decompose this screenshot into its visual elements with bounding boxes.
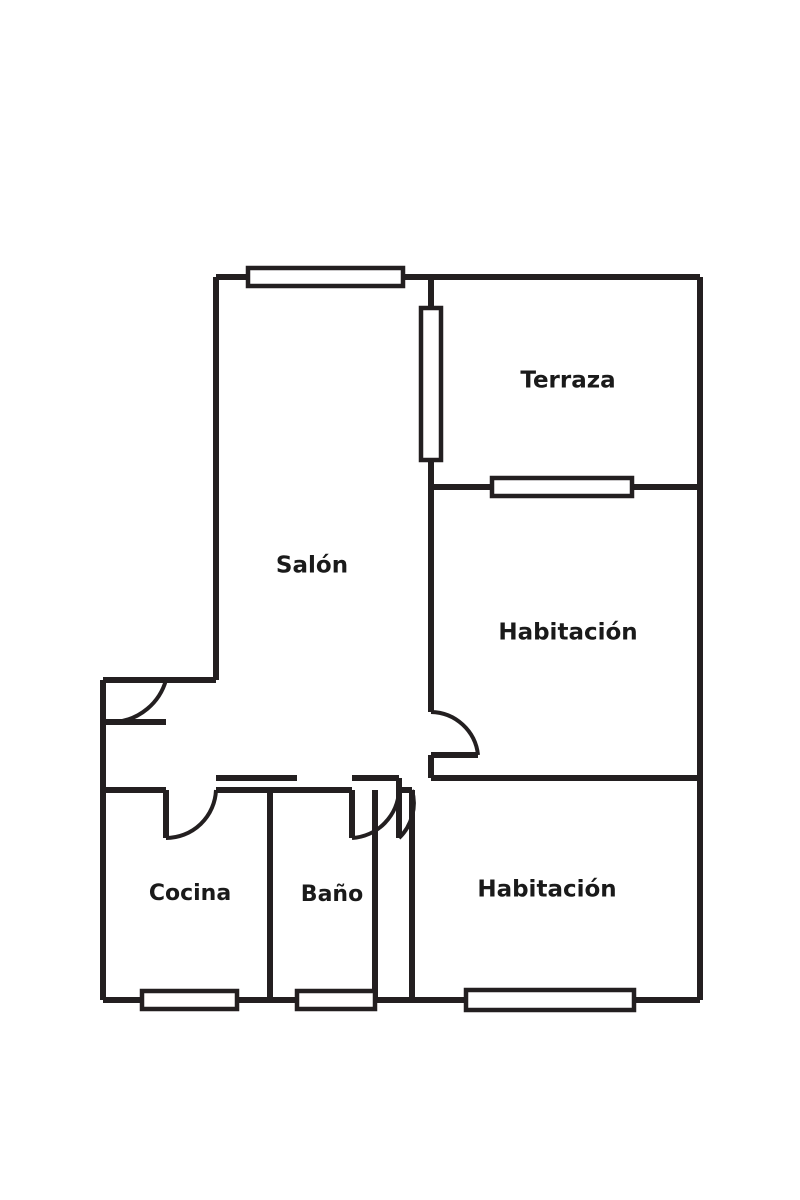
room-label-salon: Salón [276,553,348,579]
window-cocina-south [139,988,240,1012]
window-bano-south [294,988,378,1012]
habitacion1-door-arc [430,710,480,756]
doors-group [115,679,480,841]
window-habitacion2-south [463,987,637,1013]
bano-door-arc [351,789,401,840]
windows-group [139,265,637,1013]
window-habitacion1-north [489,475,635,499]
room-label-terraza: Terraza [520,368,615,394]
walls-group [100,274,703,1003]
habitacion2-door-arc [397,789,416,840]
room-label-habitacion-1: Habitación [498,620,637,646]
room-label-habitacion-2: Habitación [477,877,616,903]
cocina-door-arc [165,789,218,841]
window-salon-north [245,265,406,289]
room-label-cocina: Cocina [149,881,231,906]
window-terraza-west [418,305,444,463]
room-label-bano: Baño [301,882,363,907]
entry-door-arc [115,679,168,724]
